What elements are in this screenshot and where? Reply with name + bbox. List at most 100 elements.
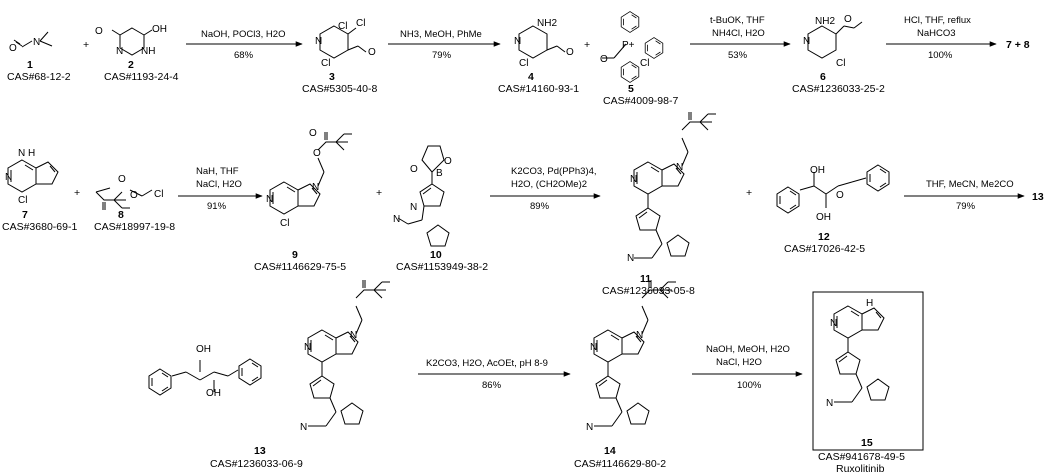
atom-cl: Cl <box>18 195 27 206</box>
compound-13-cas: CAS#1236033-06-9 <box>210 458 303 470</box>
atom-n: N <box>393 214 400 225</box>
step-5-yield: 91% <box>207 201 227 212</box>
atom-n: N <box>826 398 833 409</box>
atom-n: N <box>266 194 273 205</box>
atom-cl: Cl <box>280 218 289 229</box>
atom-oh: OH <box>196 344 211 355</box>
atom-o: O <box>410 164 418 175</box>
compound-2-cas: CAS#1193-24-4 <box>104 71 179 83</box>
compound-4-number: 4 <box>528 71 534 83</box>
plus-sign: + <box>83 39 89 51</box>
atom-p: P+ <box>622 40 635 51</box>
compound-11-structure <box>633 111 717 259</box>
compound-8-cas: CAS#18997-19-8 <box>94 221 175 233</box>
atom-oh: OH <box>810 165 825 176</box>
step-7-reagents: THF, MeCN, Me2CO <box>926 179 1014 190</box>
atom-n: N <box>410 202 417 213</box>
step-4-reagents-1: HCl, THF, reflux <box>904 15 971 26</box>
atom-o: O <box>368 47 376 58</box>
atom-o: O <box>444 156 452 167</box>
atom-n: N <box>5 172 12 183</box>
compound-14-cas: CAS#1146629-80-2 <box>574 458 666 470</box>
atom-o: O <box>118 174 126 185</box>
compound-10-cas: CAS#1153949-38-2 <box>396 261 488 273</box>
step-2-yield: 79% <box>432 50 452 61</box>
atom-o: O <box>313 148 321 159</box>
atom-o: O <box>95 26 103 37</box>
atom-b: B <box>436 168 443 179</box>
compound-4-cas: CAS#14160-93-1 <box>498 83 579 95</box>
ruxolitinib-box <box>812 291 924 451</box>
atom-n: N <box>803 36 810 47</box>
atom-n: N <box>514 36 521 47</box>
plus-sign: + <box>746 187 752 199</box>
compound-6-cas: CAS#1236033-25-2 <box>792 83 885 95</box>
step-3-reagents-2: NH4Cl, H2O <box>712 28 765 39</box>
step-9-reagents-1: NaOH, MeOH, H2O <box>706 344 790 355</box>
compound-8-number: 8 <box>118 209 124 221</box>
step-6-yield: 89% <box>530 201 550 212</box>
compound-15-name: Ruxolitinib <box>836 463 885 475</box>
step-8-yield: 86% <box>482 380 502 391</box>
atom-n: N <box>636 330 643 341</box>
atom-o: O <box>844 14 852 25</box>
atom-n: N <box>116 46 123 57</box>
compound-13-number: 13 <box>254 445 266 457</box>
atom-n: N <box>676 162 683 173</box>
atom-n: N <box>590 342 597 353</box>
atom-o: O <box>566 47 574 58</box>
compound-11-number: 11 <box>640 273 651 285</box>
step-5-reagents-2: NaCl, H2O <box>196 179 242 190</box>
atom-n: N <box>350 330 357 341</box>
compound-6-number: 6 <box>820 71 826 83</box>
atom-o: O <box>309 128 317 139</box>
step-4-reagents-2: NaHCO3 <box>917 28 956 39</box>
atom-n: N <box>627 253 634 264</box>
compound-12-cas: CAS#17026-42-5 <box>784 243 865 255</box>
atom-cl: Cl <box>338 21 347 32</box>
step-4-product: 7 + 8 <box>1006 39 1030 51</box>
compound-5-structure <box>602 11 664 83</box>
compound-1-structure <box>13 31 53 48</box>
atom-cl: Cl <box>519 58 528 69</box>
compound-14-structure <box>593 279 677 427</box>
compound-8-structure <box>95 187 153 211</box>
atom-cl: Cl <box>836 58 845 69</box>
compound-9-cas: CAS#1146629-75-5 <box>254 261 346 273</box>
atom-n: N <box>304 342 311 353</box>
atom-n: N <box>33 37 40 48</box>
compound-6-structure <box>807 21 863 59</box>
compound-9-number: 9 <box>292 249 298 261</box>
compound-13-free-base <box>307 279 391 427</box>
atom-o: O <box>836 190 844 201</box>
atom-n: N <box>315 36 322 47</box>
compound-9-structure <box>269 131 353 215</box>
compound-3-cas: CAS#5305-40-8 <box>302 83 377 95</box>
atom-cl: Cl <box>356 18 365 29</box>
compound-10-number: 10 <box>430 249 442 261</box>
compound-1-cas: CAS#68-12-2 <box>7 71 71 83</box>
atom-nh: N H <box>18 148 35 159</box>
step-2-reagents: NH3, MeOH, PhMe <box>400 29 482 40</box>
compound-15-cas: CAS#941678-49-5 <box>818 451 905 463</box>
compound-3-structure <box>319 25 367 59</box>
plus-sign: + <box>584 39 590 51</box>
compound-13-structure <box>148 358 262 396</box>
atom-oh: OH <box>816 212 831 223</box>
step-9-yield: 100% <box>737 380 762 391</box>
compound-4-structure <box>518 25 566 59</box>
atom-o: O <box>130 190 138 201</box>
step-1-yield: 68% <box>234 50 254 61</box>
compound-5-number: 5 <box>628 83 634 95</box>
step-3-reagents-1: t-BuOK, THF <box>710 15 765 26</box>
atom-o: O <box>600 54 608 65</box>
atom-nh: H <box>866 298 873 309</box>
step-7-yield: 79% <box>956 201 976 212</box>
atom-oh: OH <box>152 24 167 35</box>
step-9-reagents-2: NaCl, H2O <box>716 357 762 368</box>
atom-n: N <box>830 318 837 329</box>
compound-15-structure <box>833 305 890 403</box>
atom-oh: OH <box>206 388 221 399</box>
compound-15-number: 15 <box>861 437 873 449</box>
step-6-reagents-1: K2CO3, Pd(PPh3)4, <box>511 166 597 177</box>
